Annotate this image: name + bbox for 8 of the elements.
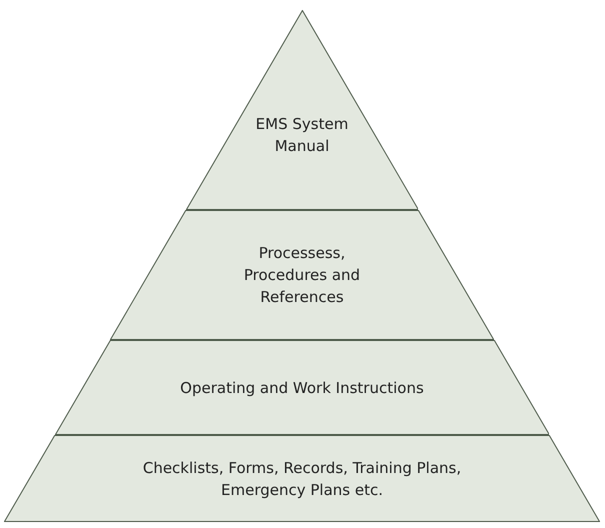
tier-label: Operating and Work Instructions bbox=[179, 378, 425, 398]
pyramid-tier bbox=[54, 340, 550, 435]
pyramid-tier bbox=[4, 435, 600, 522]
tier-label: EMS System Manual bbox=[254, 114, 350, 157]
tier-label: Processess, Procedures and References bbox=[242, 243, 362, 308]
tier-label: Checklists, Forms, Records, Training Plans, Emergency Plans etc. bbox=[142, 458, 462, 500]
pyramid-tier bbox=[110, 210, 494, 340]
pyramid-apex-tier bbox=[186, 10, 418, 210]
